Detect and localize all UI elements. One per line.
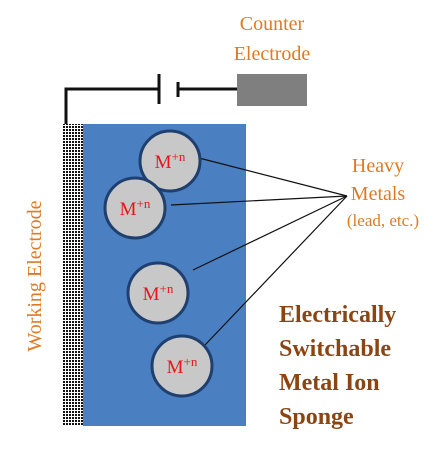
- sponge-title-line4: Sponge: [279, 404, 354, 430]
- svg-text:M+n: M+n: [143, 281, 174, 305]
- heavy-metals-label-line3: (lead, etc.): [347, 211, 419, 230]
- ion-charge-label: +n: [172, 149, 186, 164]
- pointer-line-2: [170, 195, 348, 206]
- ion-base-label: M: [155, 152, 172, 173]
- svg-text:M+n: M+n: [120, 196, 151, 220]
- ion-base-label: M: [167, 357, 184, 378]
- sponge-title-line3: Metal Ion: [279, 370, 380, 396]
- counter-electrode-label-line1: Counter: [240, 13, 305, 35]
- ion-base-label: M: [120, 199, 137, 220]
- ion-charge-label: +n: [184, 354, 198, 369]
- svg-text:M+n: M+n: [167, 354, 198, 378]
- metal-ion-2: M+n: [103, 176, 167, 240]
- heavy-metals-label-line1: Heavy: [352, 155, 404, 177]
- ion-charge-label: +n: [160, 281, 174, 296]
- heavy-metals-label-line2: Metals: [351, 183, 406, 205]
- ion-charge-label: +n: [137, 196, 151, 211]
- svg-text:M+n: M+n: [155, 149, 186, 173]
- metal-ion-4: M+n: [150, 334, 214, 398]
- working-electrode-label: Working Electrode: [24, 200, 46, 351]
- sponge-title-line1: Electrically: [279, 302, 396, 328]
- working-electrode-strip: [62, 124, 83, 426]
- pointer-line-4: [204, 195, 348, 346]
- metal-ion-1: M+n: [138, 129, 202, 193]
- metal-ion-3: M+n: [126, 261, 190, 325]
- ion-base-label: M: [143, 284, 160, 305]
- circuit-wire-left: [64, 87, 158, 124]
- counter-electrode-label-line2: Electrode: [234, 43, 311, 65]
- pointer-line-1: [198, 157, 348, 197]
- pointer-line-3: [192, 195, 348, 271]
- sponge-title-line2: Switchable: [279, 336, 391, 362]
- counter-electrode-block: [237, 74, 307, 106]
